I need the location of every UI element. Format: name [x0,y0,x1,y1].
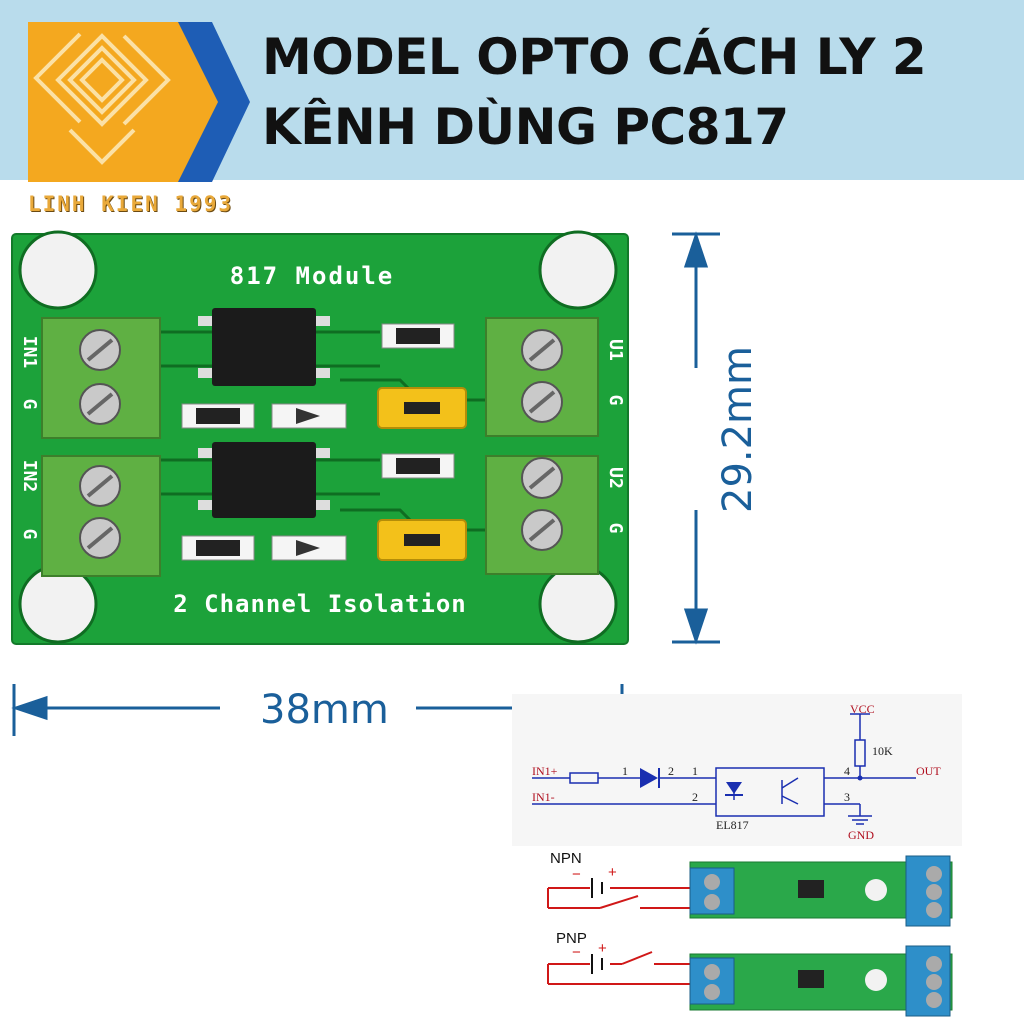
led-diode-icon [640,768,658,788]
pcb-board: 817 Module 2 Channel Isolation IN1 G IN2… [11,230,629,645]
npn-minus: − [572,866,581,883]
dimension-height: 29.2mm [715,346,761,513]
smd-led-icon [271,403,347,429]
schem-pin-1b: 1 [692,764,698,778]
schem-pin-4: 4 [844,764,850,778]
dimension-arrows [11,231,720,736]
schem-resistor-label: 10K [872,744,893,758]
label-g3: G [605,395,626,406]
dimension-width: 38mm [260,687,389,733]
schem-pin-2b: 2 [692,790,698,804]
terminal-u2 [485,455,599,575]
smd-resistor [381,453,455,479]
schem-in-minus-label: IN1- [532,790,555,804]
npn-plus: + [608,864,617,881]
brand-name: LINH KIEN 1993 [28,192,234,216]
pc817-chip-1 [198,308,330,386]
label-g2: G [19,529,40,540]
terminal-in2 [41,455,161,577]
terminal-in1 [41,317,161,439]
smd-resistor [181,403,255,429]
schem-pin-3: 3 [844,790,850,804]
schem-in-plus-label: IN1+ [532,764,558,778]
label-in1: IN1 [19,336,40,369]
mount-hole-icon [538,230,618,310]
title-line-1: MODEL OPTO CÁCH LY 2 [262,28,927,86]
schem-gnd-label: GND [848,828,874,842]
pnp-minus: − [572,944,581,961]
label-in2: IN2 [19,460,40,493]
maze-square-logo-icon [28,22,250,182]
smd-led-icon [271,535,347,561]
jumper-2 [377,519,467,561]
npn-module [689,855,953,927]
opto-schematic-diagram [532,713,916,825]
schem-vcc-label: VCC [850,702,875,716]
pc817-chip-2 [198,442,330,518]
schem-out-label: OUT [916,764,941,778]
label-u1: U1 [605,339,626,361]
title-line-2: KÊNH DÙNG PC817 [262,98,789,156]
label-g4: G [605,523,626,534]
label-u2: U2 [605,467,626,489]
page-title: MODEL OPTO CÁCH LY 2 KÊNH DÙNG PC817 [262,22,1002,162]
pnp-label: PNP [556,930,587,947]
mount-hole-icon [18,230,98,310]
pnp-module [689,945,953,1017]
schematic-panel: VCC 10K IN1+ IN1- 1 2 1 2 4 3 OUT GND EL… [512,694,962,846]
pnp-plus: + [598,940,607,957]
smd-resistor [181,535,255,561]
smd-resistor [381,323,455,349]
schem-pin-1: 1 [622,764,628,778]
terminal-u1 [485,317,599,437]
label-g1: G [19,399,40,410]
schem-chip-label: EL817 [716,818,749,832]
npn-label: NPN [550,850,582,867]
schem-pin-2: 2 [668,764,674,778]
silkscreen-title: 817 Module [230,262,395,290]
silkscreen-footer: 2 Channel Isolation [173,590,467,618]
jumper-1 [377,387,467,429]
wiring-examples [547,855,953,1017]
